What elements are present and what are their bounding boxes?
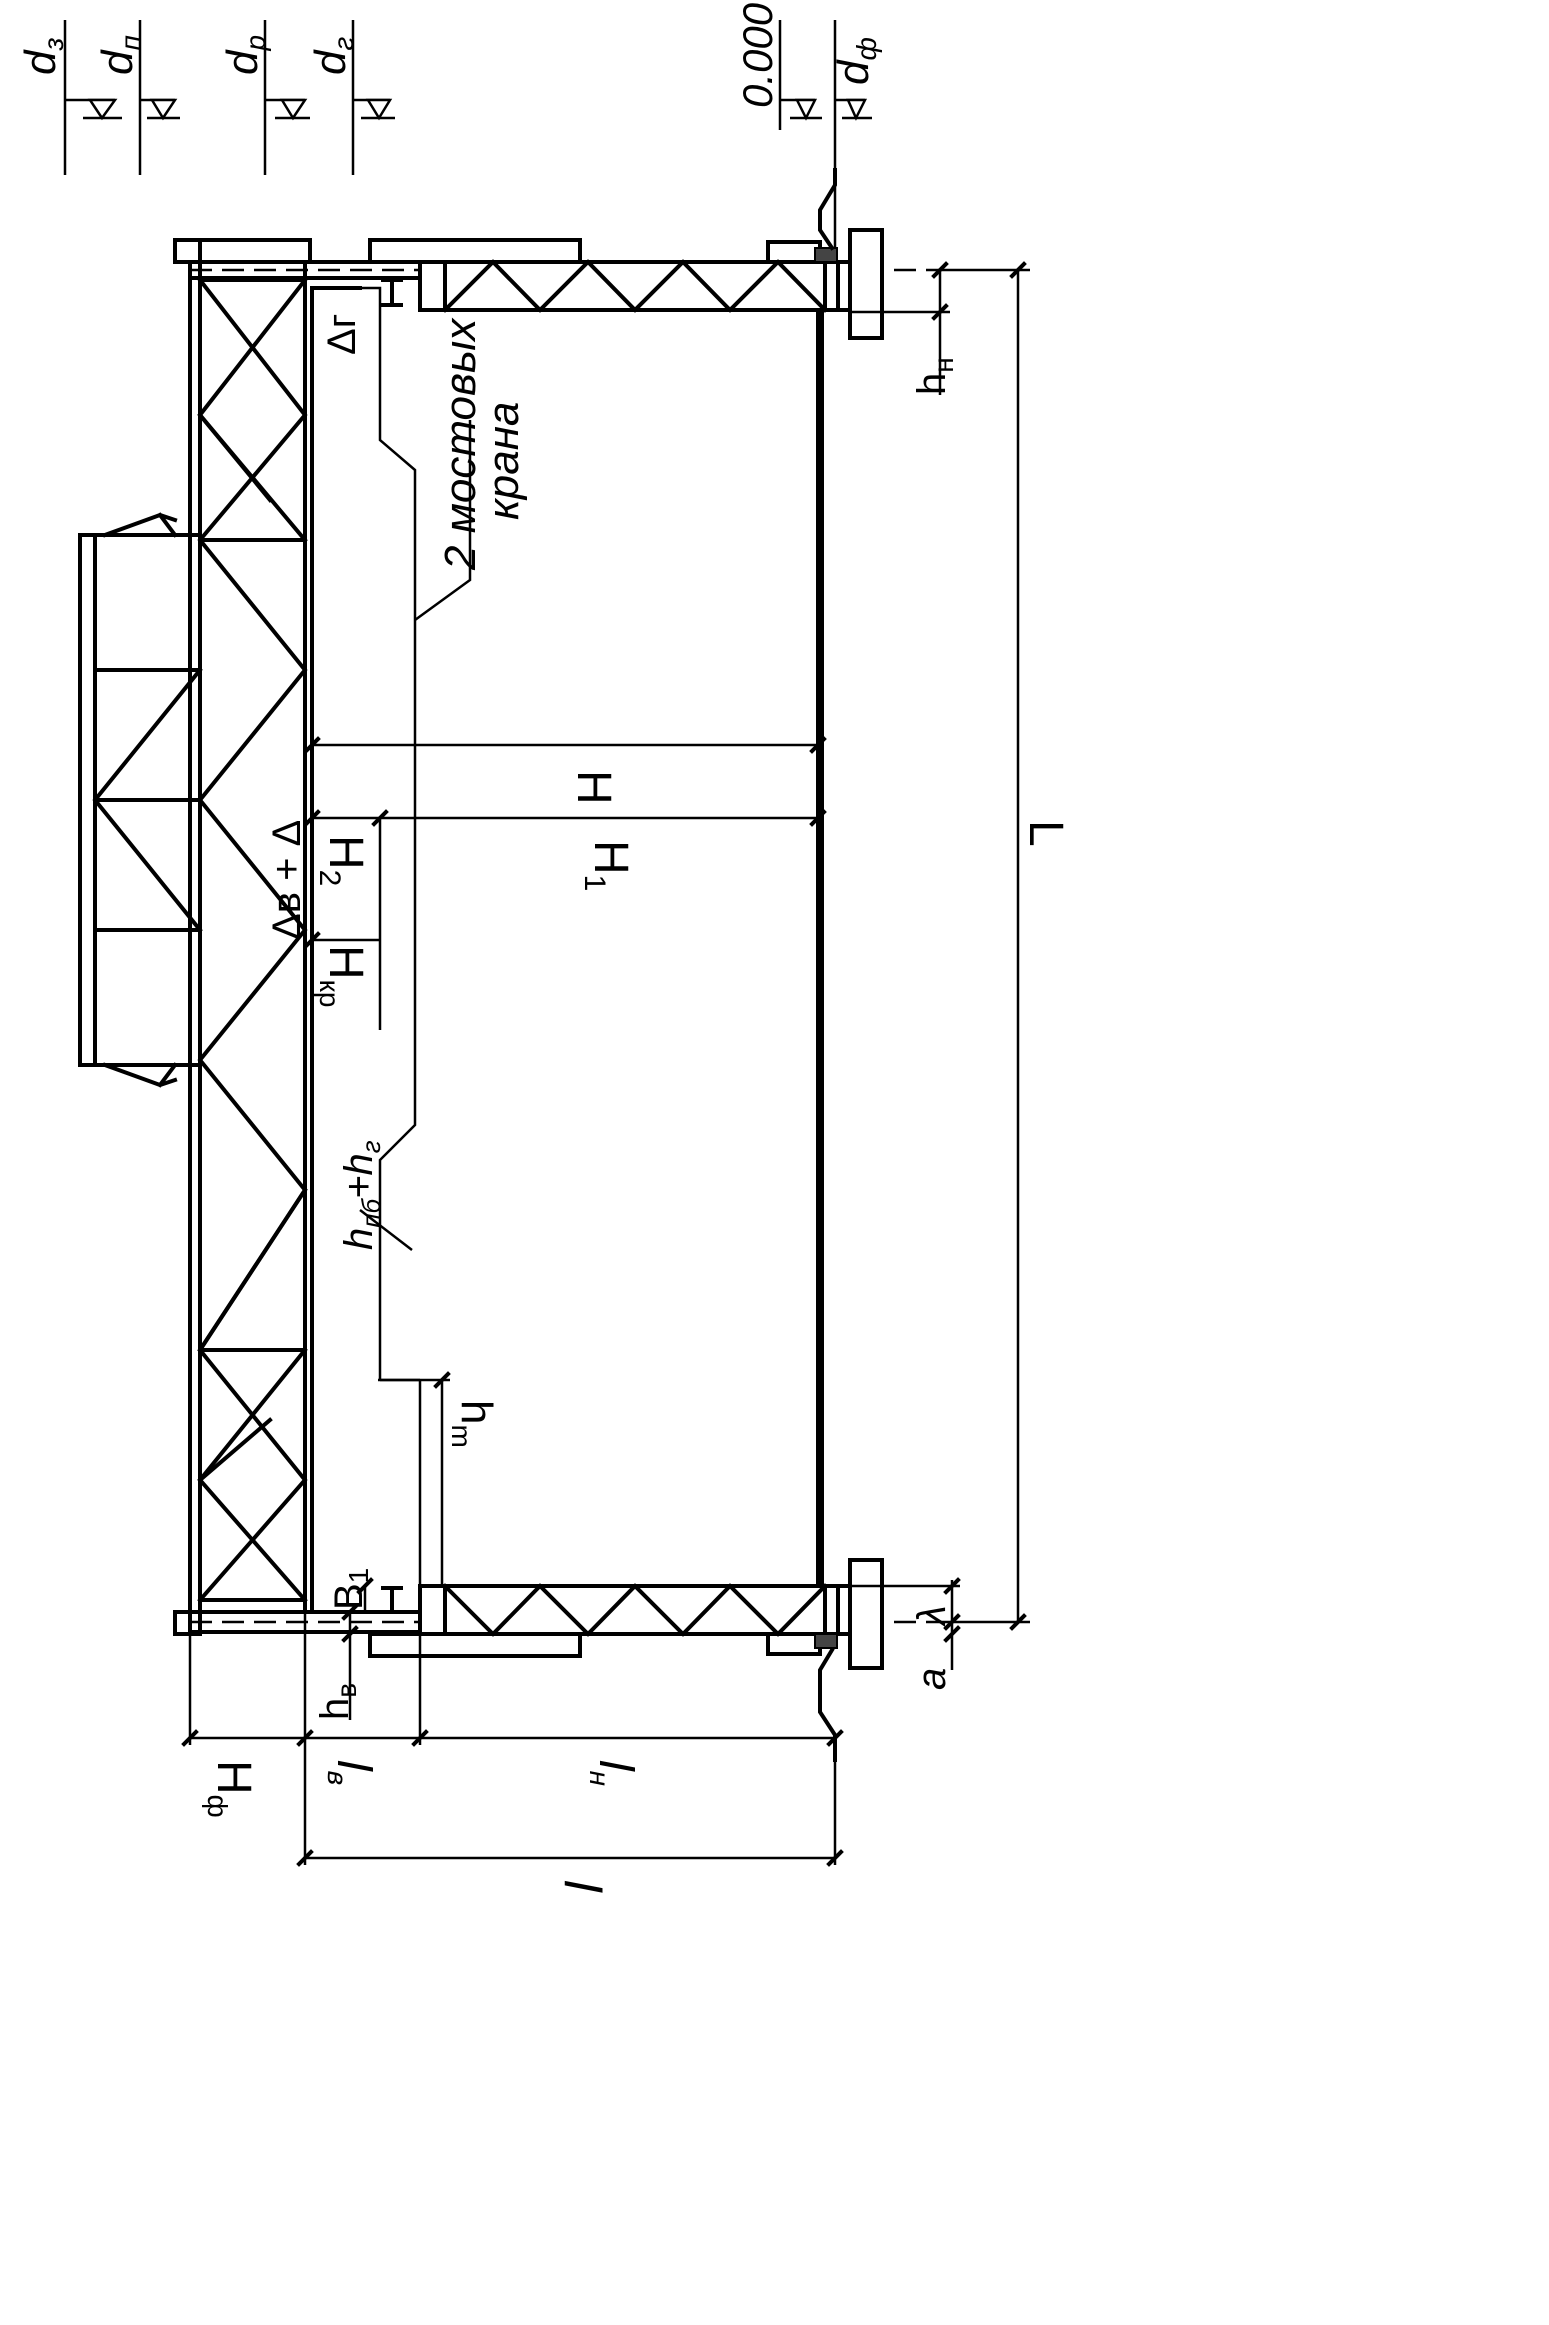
- label-H2: H2: [313, 835, 372, 886]
- label-L: L: [1019, 820, 1072, 847]
- label-h-v: hв: [313, 1683, 362, 1720]
- label-d-p: dп: [93, 35, 146, 75]
- label-l-v: lв: [322, 1760, 380, 1785]
- level-marker-d-r: [263, 20, 310, 175]
- lower-column-assembly: [173, 1558, 940, 1670]
- level-marker-d-g: [351, 20, 395, 175]
- level-marker-zero: [778, 20, 822, 130]
- label-lambda: λ: [910, 1605, 954, 1627]
- label-H1: H1: [578, 840, 637, 891]
- label-H: H: [567, 770, 620, 805]
- level-marker-d-p: [138, 20, 180, 175]
- level-markers: [63, 20, 872, 255]
- label-d-f: dф: [829, 37, 882, 85]
- level-marker-d-z: [63, 20, 122, 175]
- upper-column-assembly: [173, 228, 940, 340]
- label-zero-level: 0.000: [734, 2, 781, 108]
- label-h-m: hm: [446, 1400, 501, 1448]
- label-Hkr: Hкр: [314, 945, 372, 1008]
- level-marker-d-f: [833, 20, 872, 255]
- label-delta-v: Δв + Δ: [265, 820, 309, 940]
- label-d-r: dр: [218, 35, 271, 75]
- label-d-g: dг: [306, 37, 359, 75]
- roof-truss: [188, 260, 362, 1636]
- floor-and-ground: [816, 168, 837, 1762]
- label-crane-line1: 2 мостовых: [436, 317, 485, 571]
- label-l-n: lн: [584, 1760, 642, 1786]
- dimension-lines: [181, 261, 1030, 1867]
- label-H-f: Hф: [202, 1760, 260, 1818]
- label-a: a: [910, 1668, 954, 1690]
- label-h-pb-hr: hпб+hг: [337, 1140, 386, 1250]
- label-d-z: dз: [16, 38, 69, 76]
- text-labels: dз dп dр dг 0.000 dф 2 мостовых крана H …: [16, 2, 1072, 1893]
- label-B1: B1: [327, 1568, 374, 1610]
- crane-clearance-outline: [360, 286, 422, 1586]
- roof-lantern: [78, 512, 203, 1088]
- label-h-n: hн: [910, 357, 959, 395]
- label-crane-line2: крана: [479, 402, 528, 520]
- label-l: l: [553, 1880, 611, 1893]
- label-delta-g: Δг: [320, 314, 364, 355]
